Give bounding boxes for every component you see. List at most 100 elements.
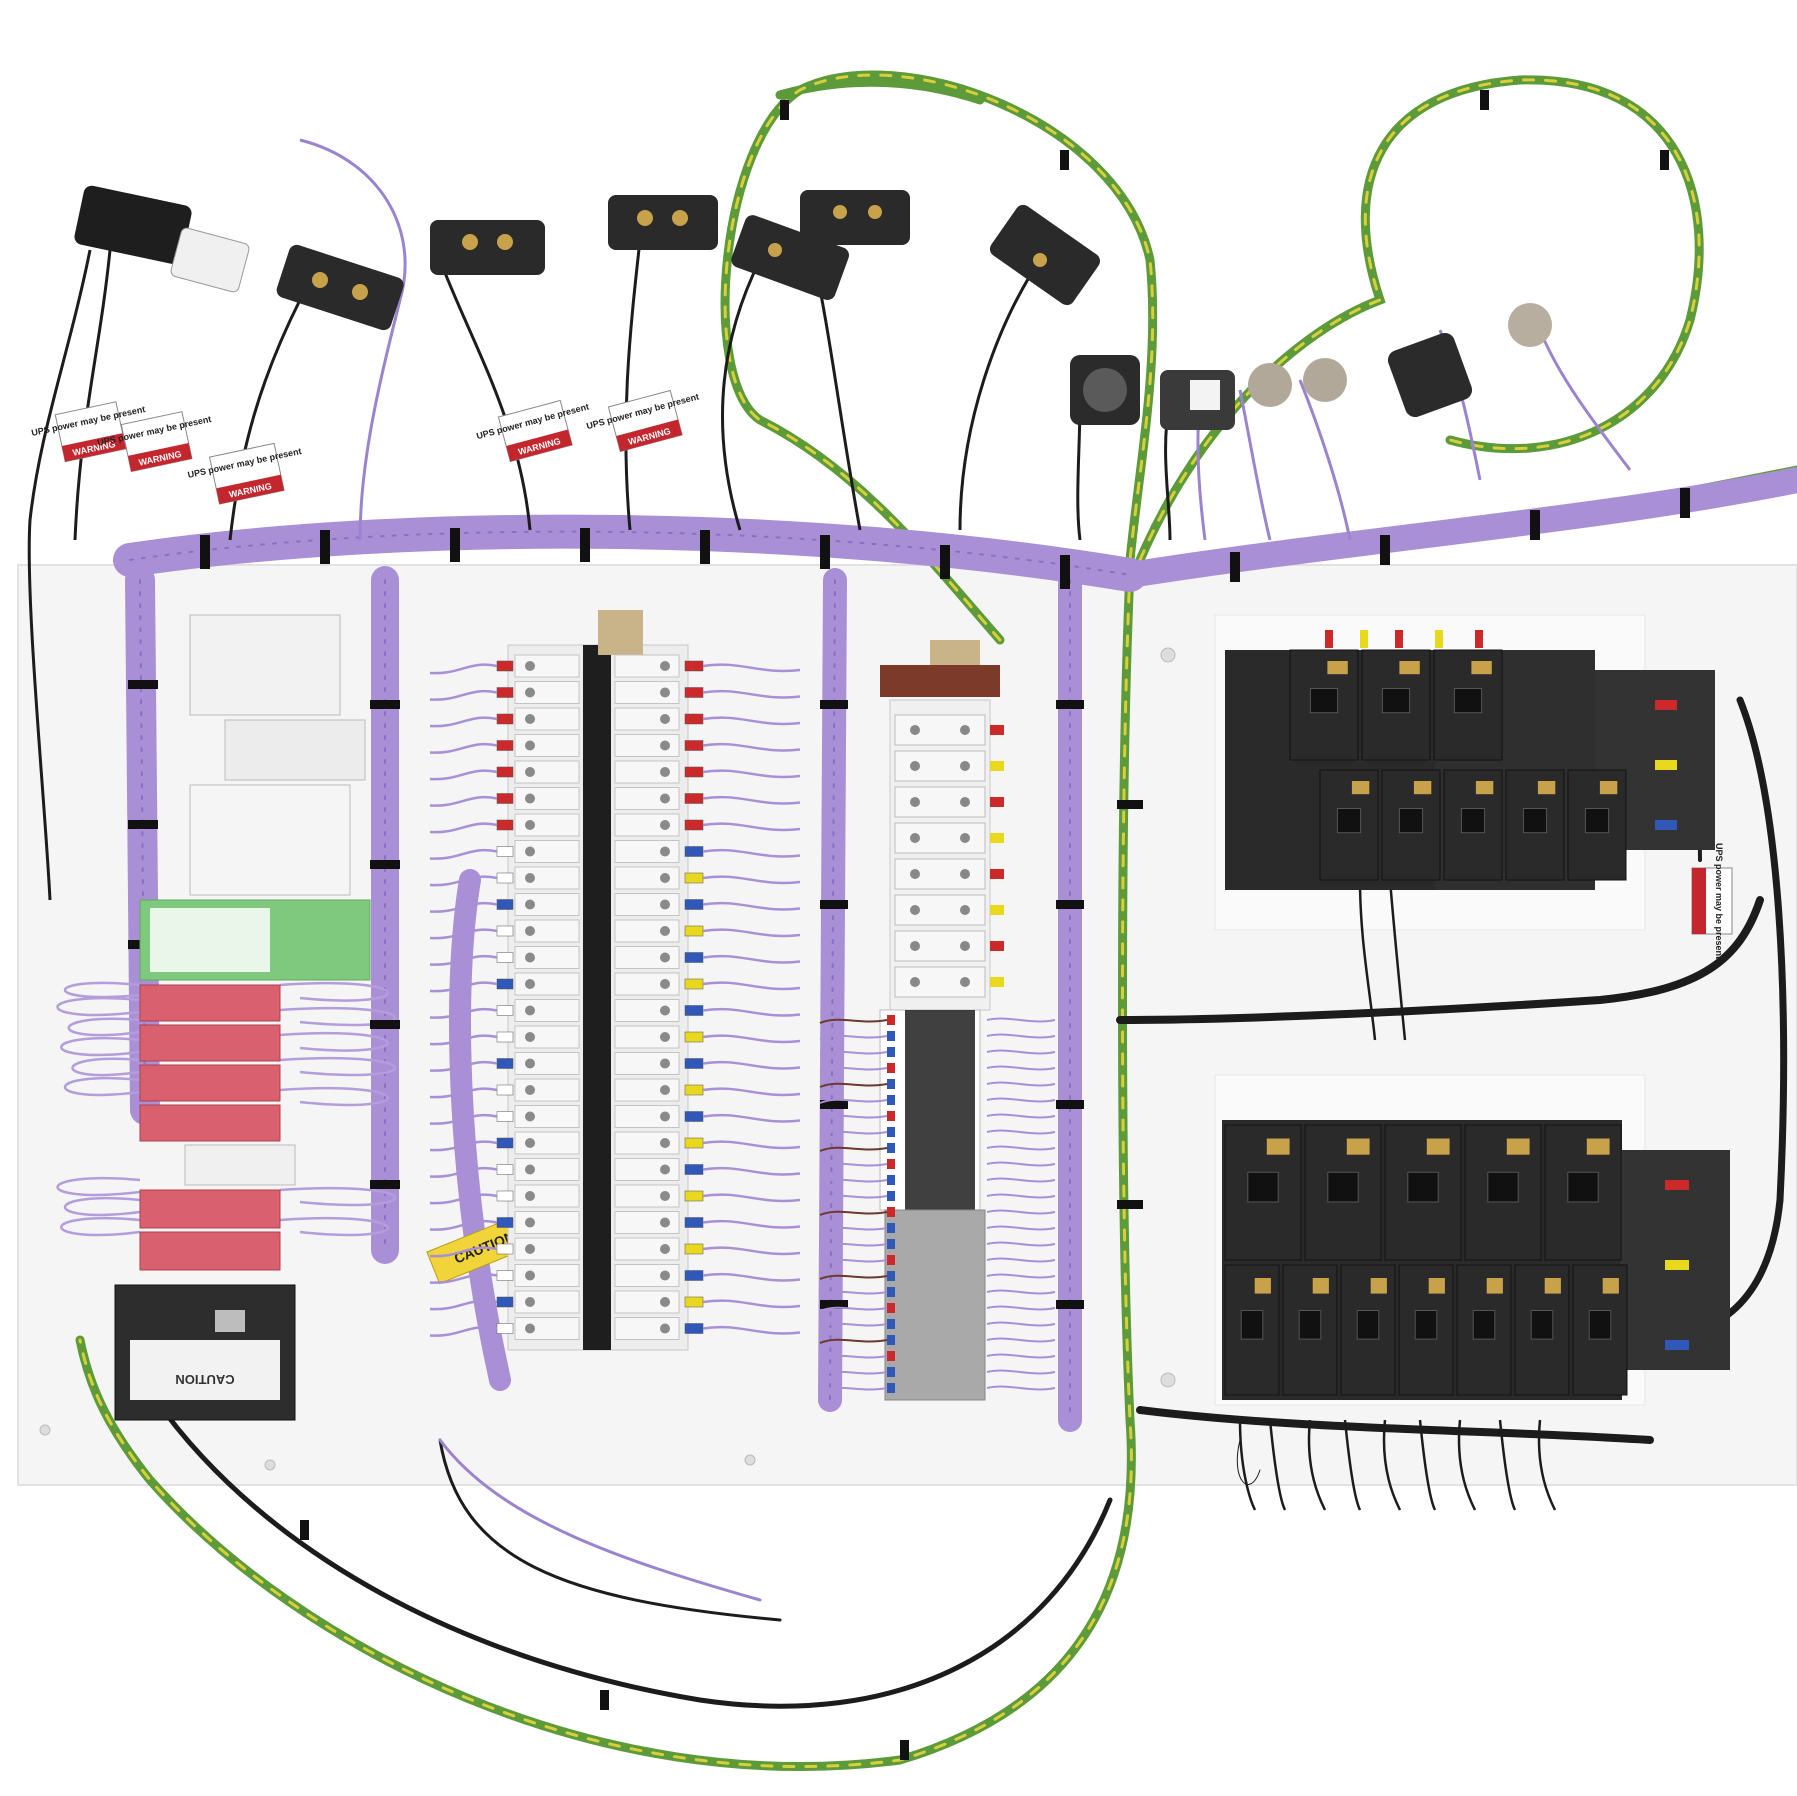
circuit-breaker (1319, 769, 1379, 881)
terminal-row (429, 1264, 801, 1287)
warning-tag-5: UPS power may be present WARNING (585, 389, 700, 453)
warning-tag-6: UPS power may be present (1691, 843, 1733, 959)
terminal-row (429, 1317, 801, 1340)
circuit-breaker (1340, 1264, 1396, 1396)
terminal-row (429, 946, 801, 969)
relay-terminal (894, 750, 1004, 782)
right-terminal-strip (819, 640, 1056, 1401)
panel-connectors (1070, 303, 1552, 430)
breaker-bank-lower (1222, 1120, 1730, 1400)
ferrule (1655, 760, 1677, 770)
terminal-row (819, 1079, 1056, 1089)
mounting-holes (39, 647, 1176, 1471)
receptacle-5 (731, 215, 850, 300)
caution-label: CAUTION (175, 1372, 234, 1387)
receptacles (74, 185, 1552, 430)
terminal-row (429, 1078, 801, 1102)
circuit-breaker (1304, 1124, 1382, 1261)
terminal-row (429, 1105, 801, 1128)
terminal-row (819, 1351, 1056, 1361)
terminal-row (429, 707, 801, 731)
circuit-breaker (1505, 769, 1565, 881)
relay-terminal (894, 858, 1004, 890)
terminal-row (819, 1303, 1056, 1313)
terminal-row (429, 972, 801, 996)
terminal-row (819, 1271, 1056, 1281)
terminal-row (819, 1143, 1056, 1153)
contactor (189, 614, 341, 716)
relay-terminal (894, 894, 1004, 926)
terminal-row (429, 1158, 801, 1181)
receptacle-1 (74, 185, 250, 293)
terminal-row (429, 654, 801, 678)
warning-tag-4: UPS power may be present WARNING (475, 399, 590, 463)
breaker-bank-upper (1225, 630, 1715, 890)
circuit-breaker (1572, 1264, 1628, 1396)
circuit-breaker (1289, 649, 1359, 761)
terminal-row (819, 1063, 1056, 1073)
terminal-row (819, 1207, 1056, 1217)
relay-terminal (894, 930, 1004, 962)
ferrule (1435, 630, 1443, 648)
warning-tag-3: UPS power may be present WARNING (187, 442, 302, 505)
circuit-breaker (1514, 1264, 1570, 1396)
ferrule (1655, 700, 1677, 710)
terminal-row (819, 1223, 1056, 1233)
terminal-row (819, 1255, 1056, 1265)
terminal-row (429, 840, 801, 863)
circuit-breaker (1456, 1264, 1512, 1396)
circuit-breaker (1544, 1124, 1622, 1261)
terminal-row (429, 893, 801, 916)
terminal-row (429, 1290, 801, 1314)
terminal-row (429, 999, 801, 1022)
terminal-row (429, 1052, 801, 1075)
receptacle-3 (430, 220, 545, 275)
ferrule (1395, 630, 1403, 648)
terminal-row (429, 919, 801, 943)
top-device-leads (27, 138, 1632, 901)
ferrule (1665, 1260, 1689, 1270)
terminal-row (819, 1095, 1056, 1105)
cable-ties (128, 90, 1690, 1760)
ferrule (1655, 820, 1677, 830)
terminal-row (819, 1335, 1056, 1345)
terminal-row (429, 1131, 801, 1155)
purple-wire-loops-left (56, 981, 397, 1237)
receptacle-7 (989, 204, 1101, 306)
receptacle-4 (608, 195, 718, 250)
terminal-row (819, 1111, 1056, 1121)
terminal-row (819, 1191, 1056, 1201)
terminal-row (429, 1237, 801, 1261)
terminal-row (819, 1159, 1056, 1169)
warning-tag-text: UPS power may be present (1714, 843, 1724, 959)
circuit-breaker (1381, 769, 1441, 881)
relay-terminal (894, 786, 1004, 818)
center-terminal-block (429, 610, 801, 1351)
terminal-row (429, 813, 801, 837)
ferrule (1360, 630, 1368, 648)
relay-terminal (894, 966, 1004, 998)
circuit-breaker (1384, 1124, 1462, 1261)
terminal-row (819, 1047, 1056, 1057)
ferrule (1475, 630, 1483, 648)
breaker-tail-leads (1238, 879, 1557, 1511)
relay-terminal (894, 822, 1004, 854)
terminal-row (429, 760, 801, 784)
circuit-breaker (1361, 649, 1431, 761)
circuit-breaker (1282, 1264, 1338, 1396)
breaker-module (189, 784, 351, 896)
terminal-row (429, 1211, 801, 1234)
terminal-row (819, 1127, 1056, 1137)
purple-harness (113, 467, 1797, 1432)
terminal-row (819, 1175, 1056, 1185)
ferrule (1665, 1180, 1689, 1190)
terminal-row (429, 787, 801, 810)
ferrule (1325, 630, 1333, 648)
terminal-row (819, 1319, 1056, 1329)
terminal-row (429, 1184, 801, 1208)
safety-relays (139, 984, 296, 1271)
terminal-row (429, 734, 801, 757)
relay-terminal (894, 714, 1004, 746)
circuit-breaker (1224, 1124, 1302, 1261)
